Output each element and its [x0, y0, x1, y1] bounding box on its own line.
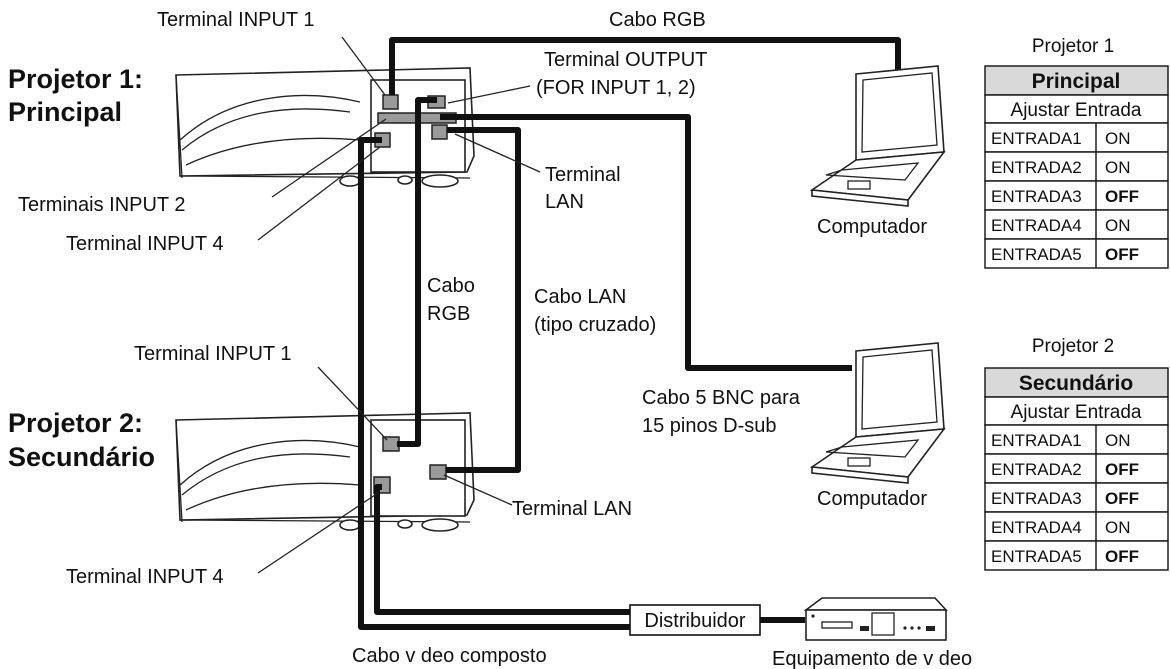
input-state-cell: OFF — [1105, 245, 1139, 264]
rgb-cable-vertical-label-line1: Cabo — [427, 275, 475, 297]
table1-header: Principal — [1032, 70, 1121, 93]
projector-2-title: Projetor 2: — [8, 408, 143, 438]
lan-cable-label-line2: (tipo cruzado) — [534, 314, 656, 336]
p1-output-label-line1: Terminal OUTPUT — [544, 49, 707, 71]
leader-lines — [257, 36, 541, 574]
input-name-cell: ENTRADA5 — [991, 547, 1082, 566]
p1-input1-port[interactable] — [382, 94, 399, 110]
video-equipment-label: Equipamento de v deo — [772, 648, 972, 669]
input-name-cell: ENTRADA1 — [991, 129, 1082, 148]
p1-input2-label: Terminais INPUT 2 — [18, 194, 185, 216]
p1-input1-label: Terminal INPUT 1 — [157, 9, 314, 31]
bnc-cable — [440, 114, 852, 371]
p1-lan-port[interactable] — [431, 124, 448, 140]
distributor-label: Distribuidor — [644, 610, 745, 632]
table1-caption: Projetor 1 — [1032, 36, 1114, 57]
p2-input1-label: Terminal INPUT 1 — [134, 343, 291, 365]
p2-lan-port[interactable] — [429, 464, 447, 480]
projector-1-title: Projetor 1: — [8, 64, 143, 94]
table-row: ENTRADA4 ON — [984, 209, 1169, 240]
lan-cable — [446, 127, 521, 473]
distributor-box — [629, 604, 761, 636]
rgb-cable-vertical — [397, 97, 437, 447]
table2-header: Secundário — [1019, 372, 1133, 395]
input-state-cell: OFF — [1105, 187, 1139, 206]
input-name-cell: ENTRADA3 — [991, 187, 1082, 206]
projector-2-role: Secundário — [8, 442, 155, 472]
table-row: ENTRADA3 OFF — [984, 482, 1169, 513]
table2-subheader: Ajustar Entrada — [1011, 402, 1142, 423]
p1-lan-label-line1: Terminal — [545, 164, 621, 186]
lan-cable-label-line1: Cabo LAN — [534, 286, 626, 308]
input-state-cell: OFF — [1105, 547, 1139, 566]
table-row: ENTRADA5 OFF — [984, 540, 1169, 571]
table-row: ENTRADA1 ON — [984, 122, 1169, 153]
rgb-cable-top-label: Cabo RGB — [609, 9, 706, 31]
composite-cable-label: Cabo v deo composto — [352, 645, 547, 667]
table-row: ENTRADA2 ON — [984, 151, 1169, 182]
computer-1-label: Computador — [817, 216, 927, 238]
p2-input4-label: Terminal INPUT 4 — [66, 566, 223, 588]
computer-2-illustration — [809, 342, 946, 484]
table2-caption: Projetor 2 — [1032, 336, 1114, 357]
input-state-cell: ON — [1105, 518, 1131, 537]
input-name-cell: ENTRADA3 — [991, 489, 1082, 508]
input-state-cell: OFF — [1105, 489, 1139, 508]
table-row: ENTRADA2 OFF — [984, 453, 1169, 484]
composite-cable — [374, 484, 630, 615]
input-name-cell: ENTRADA4 — [991, 518, 1082, 537]
p2-lan-label: Terminal LAN — [512, 498, 632, 520]
input-state-cell: OFF — [1105, 460, 1139, 479]
rgb-cable-top — [389, 37, 901, 95]
rgb-cable-vertical-label-line2: RGB — [427, 303, 470, 325]
input4-cable-p1 — [358, 137, 630, 630]
table1-subheader: Ajustar Entrada — [1011, 100, 1142, 121]
input-name-cell: ENTRADA4 — [991, 216, 1082, 235]
table-row: ENTRADA1 ON — [984, 424, 1169, 455]
cables — [358, 37, 901, 630]
input-state-cell: ON — [1105, 431, 1131, 450]
computer-1-illustration — [809, 65, 946, 207]
input-name-cell: ENTRADA1 — [991, 431, 1082, 450]
input-name-cell: ENTRADA2 — [991, 158, 1082, 177]
projector-1-role: Principal — [8, 97, 122, 127]
table-row: ENTRADA3 OFF — [984, 180, 1169, 211]
p1-lan-label-line2: LAN — [545, 191, 584, 213]
table-row: ENTRADA5 OFF — [984, 238, 1169, 269]
bnc-cable-label-line2: 15 pinos D-sub — [642, 415, 777, 437]
input-state-cell: ON — [1105, 158, 1131, 177]
p1-output-label-line2: (FOR INPUT 1, 2) — [536, 77, 696, 99]
p1-input4-label: Terminal INPUT 4 — [66, 233, 223, 255]
table-row: ENTRADA4 ON — [984, 511, 1169, 542]
bnc-cable-label-line1: Cabo 5 BNC para — [642, 387, 801, 409]
input-state-cell: ON — [1105, 129, 1131, 148]
input-name-cell: ENTRADA2 — [991, 460, 1082, 479]
input-name-cell: ENTRADA5 — [991, 245, 1082, 264]
projector-1-illustration — [175, 67, 475, 188]
input-state-cell: ON — [1105, 216, 1131, 235]
video-equipment-illustration — [803, 597, 948, 641]
computer-2-label: Computador — [817, 488, 927, 510]
